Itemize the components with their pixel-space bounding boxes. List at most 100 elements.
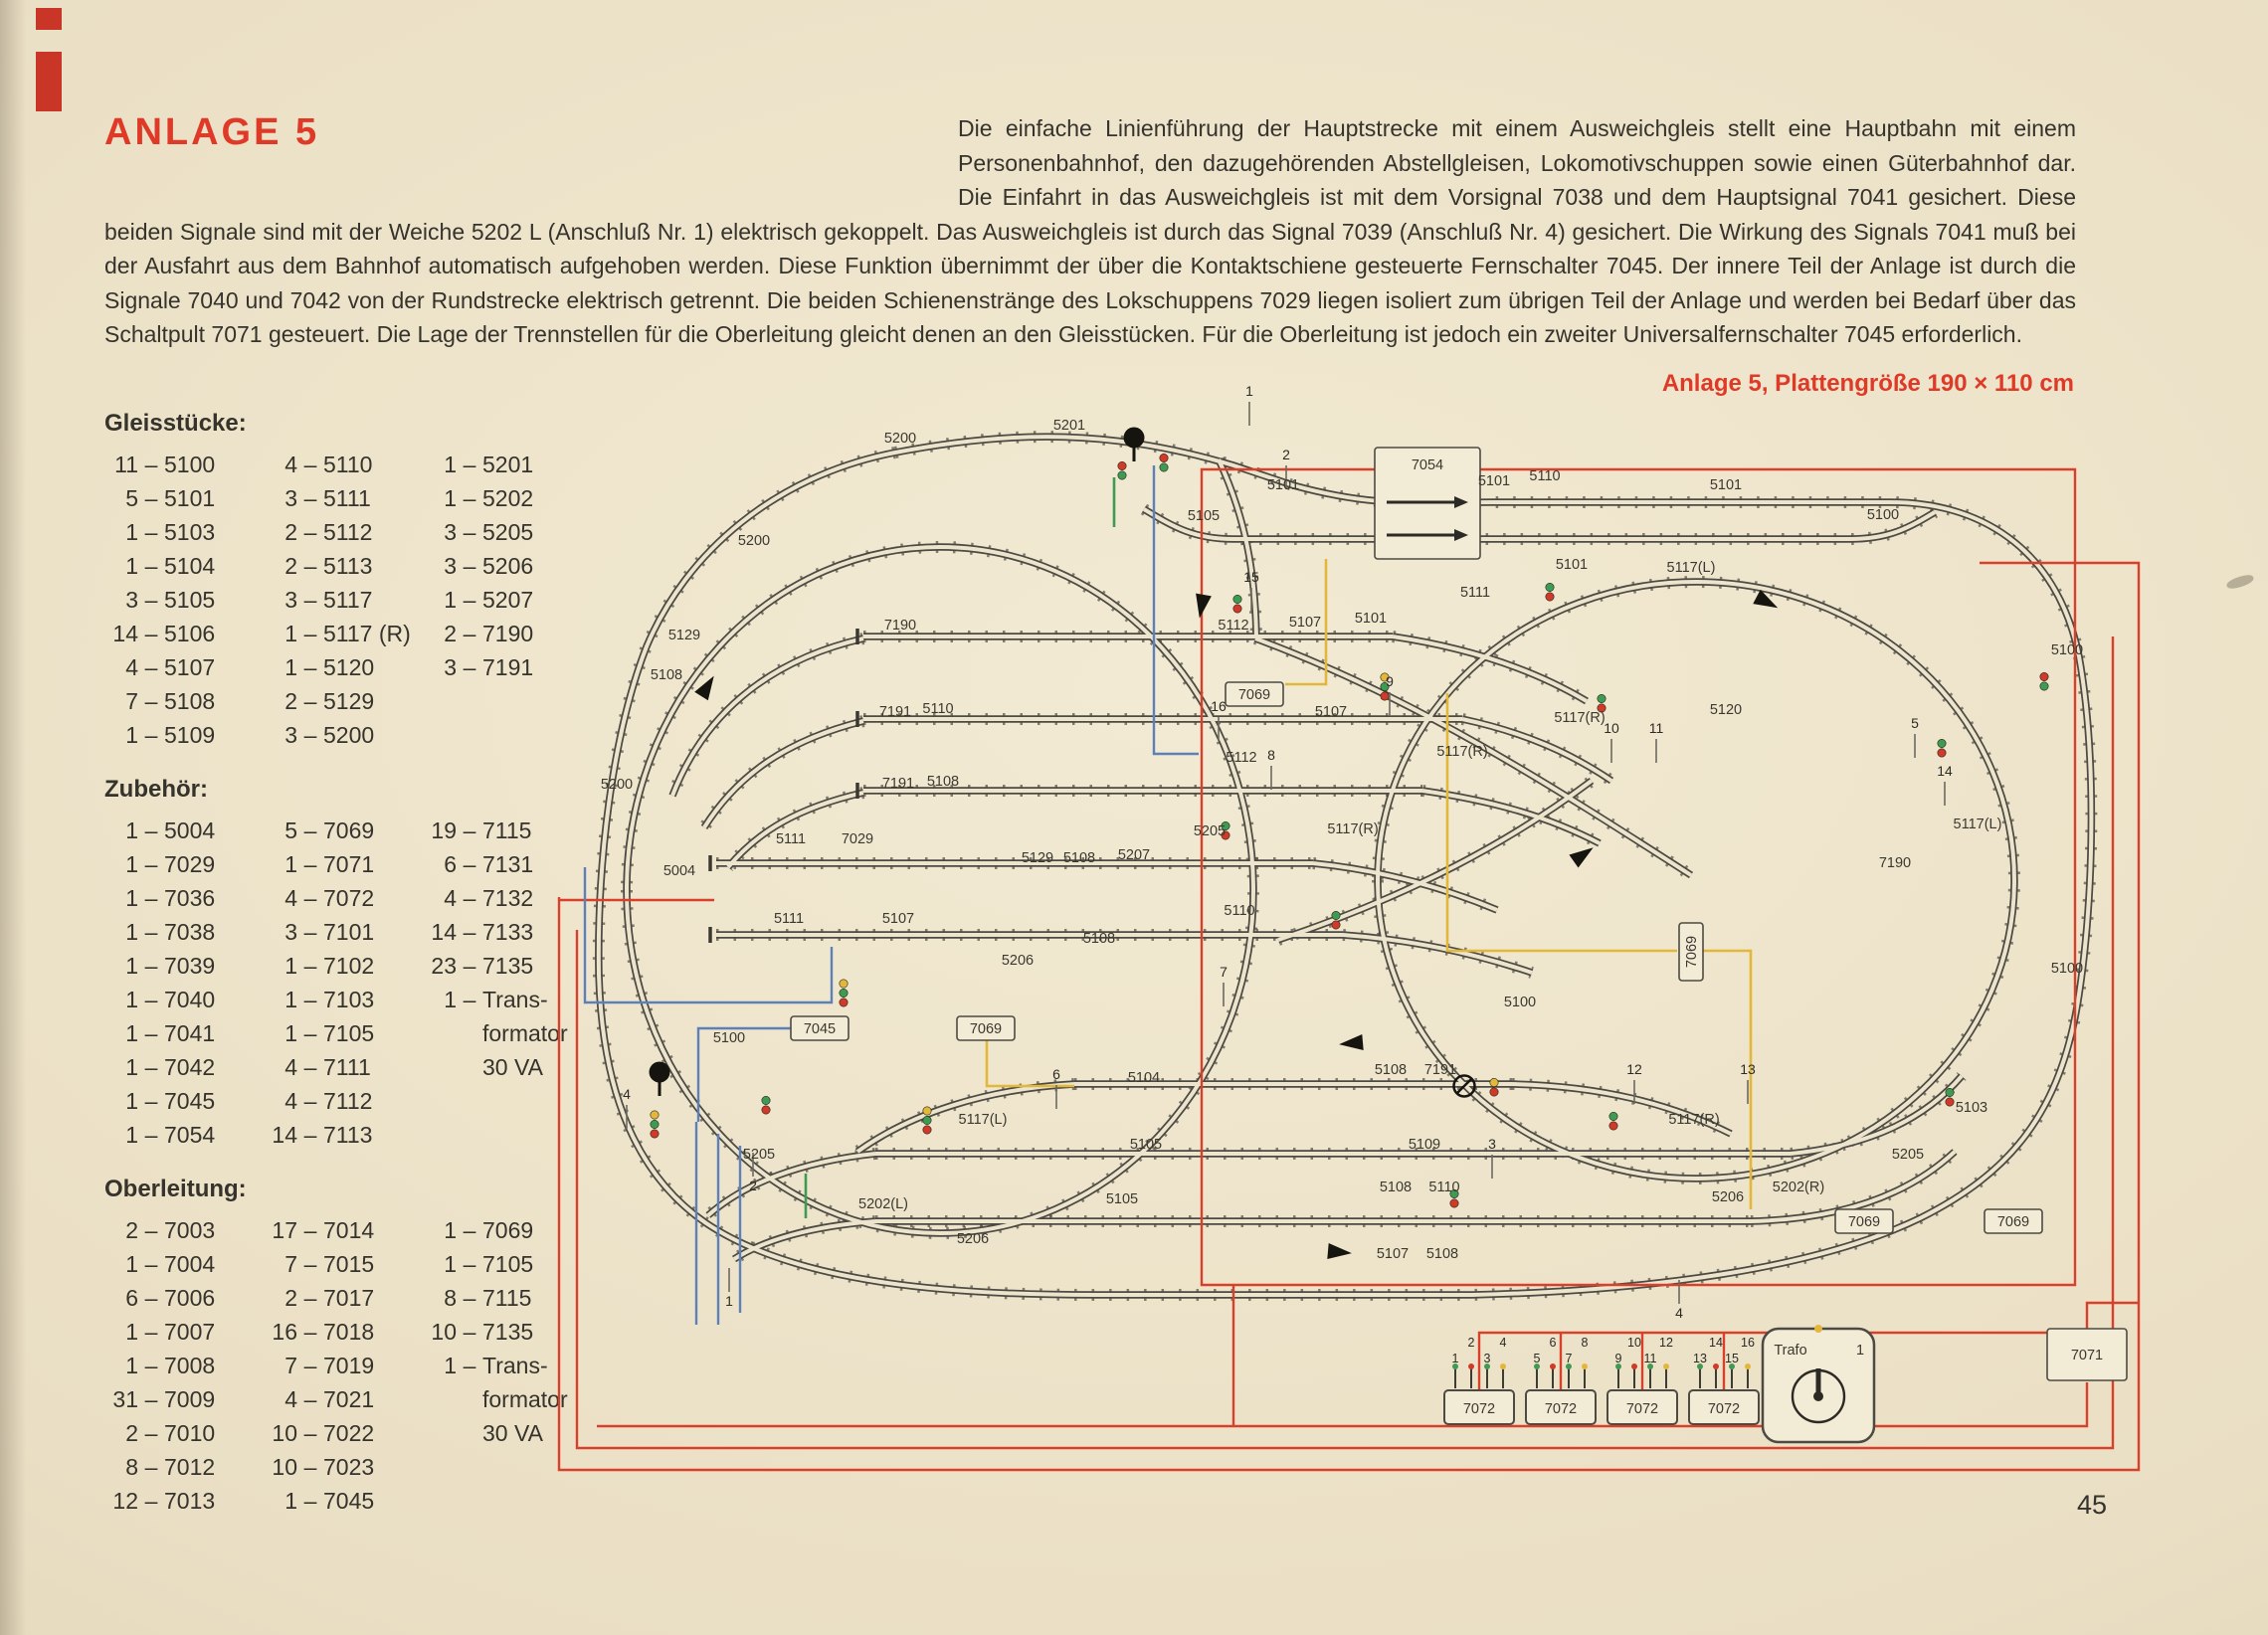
parts-list-cell: 1–7105 [444, 1251, 534, 1277]
track-number-label: 7029 [842, 831, 873, 847]
parts-list-cell: 2–7010 [125, 1420, 216, 1446]
track-number-label: 5101 [1267, 477, 1299, 493]
track-number-label: 5117(L) [959, 1112, 1008, 1128]
track-number-label: 5201 [1053, 418, 1085, 434]
parts-list-cell: 3–5117 [284, 587, 373, 613]
parts-list-row: 5–5101 3–5111 1–5202 [104, 481, 622, 515]
track-segment [728, 793, 863, 867]
track-number-label: 5100 [713, 1030, 745, 1046]
track-network [599, 437, 2092, 1295]
parts-list-cell: 2–7190 [444, 621, 534, 646]
parts-list-cell: 3–5206 [444, 553, 534, 579]
direction-arrow [694, 675, 714, 701]
track-number-label: 5107 [1315, 704, 1347, 720]
track-number-label: 5101 [1556, 557, 1588, 573]
svg-text:13: 13 [1693, 1352, 1707, 1365]
parts-list-cell: 1–7045 [284, 1488, 375, 1514]
parts-list-cell: 1–7103 [284, 987, 375, 1012]
track-number-label: 5117(R) [1668, 1112, 1719, 1128]
parts-list-cell: 1–5202 [444, 485, 534, 511]
track-number-label: 7190 [1879, 855, 1911, 871]
track-number-label: 5200 [601, 777, 633, 793]
plate-size-label: Anlage 5, Plattengröße 190 × 110 cm [1661, 370, 2074, 397]
parts-list-cell: 1–7036 [125, 885, 216, 911]
svg-text:11: 11 [1649, 720, 1664, 736]
part-box-7069: 7069 [1834, 1208, 1894, 1234]
svg-text:7054: 7054 [1412, 457, 1443, 473]
svg-text:8: 8 [1267, 747, 1275, 763]
track-number-label: 7190 [884, 618, 916, 634]
track-segment [702, 719, 865, 829]
parts-list-cell: 6–7006 [125, 1285, 216, 1311]
part-box-7069: 7069 [1678, 922, 1704, 982]
track-number-label: 5205 [743, 1147, 775, 1163]
parts-list-heading: Oberleitung: [104, 1176, 247, 1202]
svg-text:7069: 7069 [1848, 1214, 1880, 1230]
track-number-label: 5100 [1504, 995, 1536, 1010]
track-number-label: 5112 [1226, 750, 1256, 766]
direction-arrow [1753, 589, 1779, 609]
parts-list-cell: 3–5111 [284, 485, 371, 511]
tap-10: 10 [1604, 720, 1619, 763]
parts-list-cell: 1–5103 [125, 519, 216, 545]
track-number-label: 5110 [1224, 903, 1254, 919]
track-number-label: 5111 [1460, 585, 1490, 601]
track-number-label: 5105 [1106, 1191, 1138, 1207]
page-title: ANLAGE 5 [104, 111, 320, 153]
track-segment [1278, 781, 1592, 940]
track-segment [1791, 1076, 1962, 1154]
page-number: 45 [2077, 1490, 2108, 1520]
tap-15: 15 [1243, 569, 1259, 612]
svg-text:3: 3 [1488, 1136, 1496, 1152]
signal-lamp [1221, 820, 1230, 840]
parts-list-cell: 10–7022 [272, 1420, 375, 1446]
svg-text:15: 15 [1243, 569, 1259, 585]
parts-list-cell: 5–5101 [125, 485, 216, 511]
parts-list-cell: 23–7135 [431, 953, 534, 979]
parts-list-cell: 1–7040 [125, 987, 216, 1012]
tap-5: 5 [1911, 715, 1919, 758]
parts-list-cell: 1–7054 [125, 1122, 216, 1148]
svg-text:2: 2 [749, 1178, 757, 1193]
wiring [557, 465, 2141, 1472]
track-number-label: 5108 [1375, 1062, 1407, 1078]
parts-list-cell: 2–5112 [284, 519, 373, 545]
track-number-label: 5200 [884, 431, 916, 447]
track-number-label: 5101 [1710, 477, 1742, 493]
svg-text:6: 6 [1052, 1066, 1060, 1082]
svg-text:7069: 7069 [1238, 687, 1270, 703]
track-number-label: 5105 [1188, 508, 1220, 524]
svg-text:7: 7 [1220, 964, 1228, 980]
signal-lamp [1608, 1112, 1618, 1131]
track-bumpers [708, 629, 859, 943]
trafo-label: Trafo [1774, 1343, 1806, 1359]
track-number-label: 5104 [1128, 1070, 1160, 1086]
track-segment [627, 547, 1253, 1233]
disc-signal [649, 1061, 670, 1096]
track-number-label: 5206 [1712, 1189, 1744, 1205]
track-segment [1791, 1076, 1962, 1154]
track-number-label: 5100 [1867, 507, 1899, 523]
intro-section: ANLAGE 5 Die einfache Linienführung der … [104, 111, 2076, 352]
track-number-label: 5200 [738, 533, 770, 549]
parts-list-cell: 1–5120 [284, 654, 375, 680]
tap-4: 4 [623, 1086, 631, 1129]
parts-list-cell: 2–7003 [125, 1217, 216, 1243]
track-number-label: 5120 [1710, 702, 1742, 718]
parts-list-cell: 7–7015 [284, 1251, 375, 1277]
title-block: ANLAGE 5 [104, 111, 958, 183]
track-number-label: 7191 [882, 776, 914, 792]
svg-text:14: 14 [1709, 1336, 1723, 1350]
track-segment [1276, 779, 1594, 942]
svg-text:14: 14 [1937, 763, 1953, 779]
